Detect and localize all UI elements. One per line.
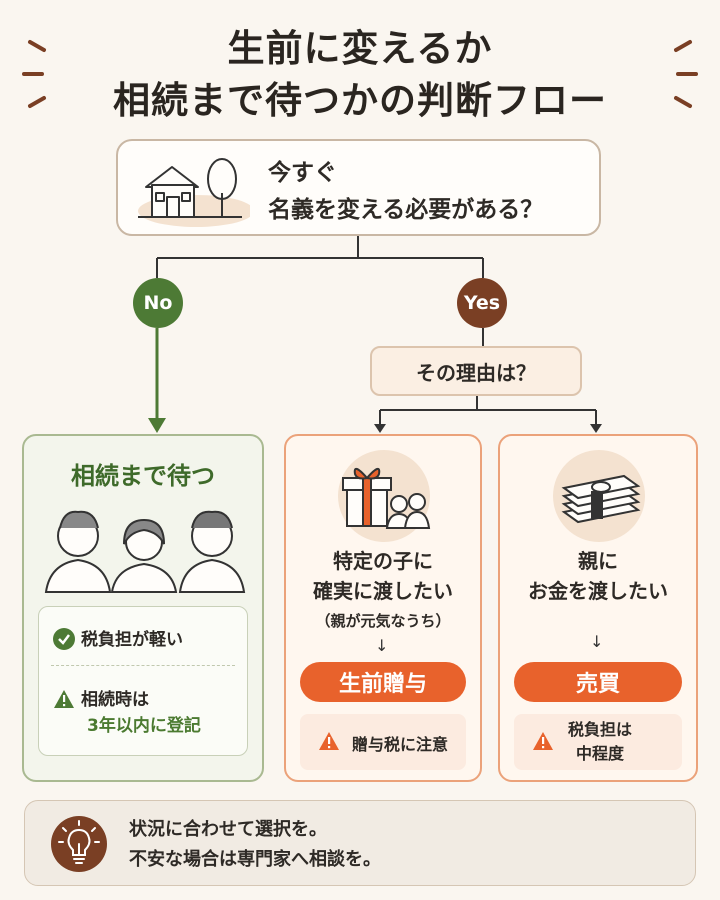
sale-action-pill: 売買: [514, 662, 682, 702]
flow-connectors: [148, 236, 602, 433]
page-title-line1: 生前に変えるか: [227, 27, 493, 70]
yes-badge: Yes: [457, 278, 507, 328]
note-registration-line1: 相続時は: [81, 690, 149, 710]
note-divider: [51, 665, 235, 666]
wait-inheritance-title: 相続まで待つ: [71, 462, 215, 490]
note-light-tax-text: 税負担が軽い: [81, 630, 183, 650]
tip-line2: 不安な場合は専門家へ相談を。: [129, 849, 381, 870]
reason-box: その理由は？: [370, 346, 582, 396]
gift-reason-line1: 特定の子に: [333, 549, 433, 573]
gift-reason-sub: （親が元気なうち）: [315, 612, 451, 630]
sale-warning-box: 税負担は 中程度: [514, 714, 682, 770]
money-stack-icon: [553, 450, 645, 542]
sale-reason-line2: お金を渡したい: [528, 579, 668, 603]
accent-marks-right: [674, 40, 698, 108]
gift-warning-box: 贈与税に注意: [300, 714, 466, 770]
no-badge: No: [133, 278, 183, 328]
gift-reason-line2: 確実に渡したい: [313, 579, 453, 603]
tip-box: 状況に合わせて選択を。 不安な場合は専門家へ相談を。: [24, 800, 696, 886]
sale-warning-text: 税負担は 中程度: [568, 718, 632, 766]
gift-reason-text: 特定の子に 確実に渡したい （親が元気なうち）: [286, 546, 480, 636]
gift-parents-icon: [338, 450, 431, 542]
sale-warning-line1: 税負担は: [568, 720, 633, 739]
tip-line1: 状況に合わせて選択を。: [129, 819, 327, 840]
question-line2: 名義を変える必要がある？: [268, 197, 544, 223]
tip-text: 状況に合わせて選択を。 不安な場合は専門家へ相談を。: [129, 815, 381, 875]
sale-arrow: ↓: [590, 632, 604, 651]
gift-warning-text: 贈与税に注意: [352, 735, 449, 754]
house-tree-icon: [138, 158, 250, 227]
note-registration: 相続時は 3年以内に登記: [53, 687, 201, 739]
sale-panel: 親に お金を渡したい ↓ 売買 税負担は 中程度: [498, 434, 698, 782]
wait-inheritance-panel: 相続まで待つ 税負担が軽い 相続時は 3年: [22, 434, 264, 782]
accent-marks-left: [22, 40, 46, 108]
lightbulb-icon: [51, 816, 107, 872]
warning-icon: [54, 690, 74, 708]
question-box: 今すぐ 名義を変える必要がある？: [116, 139, 601, 236]
question-line1: 今すぐ: [268, 160, 337, 186]
warning-icon: [319, 732, 339, 750]
note-light-tax: 税負担が軽い: [53, 625, 183, 650]
warning-icon: [533, 732, 553, 750]
note-registration-line2: 3年以内に登記: [87, 716, 201, 736]
sale-reason-line1: 親に: [578, 549, 618, 573]
page-title-line2: 相続まで待つかの判断フロー: [113, 79, 607, 122]
wait-notes-box: 税負担が軽い 相続時は 3年以内に登記: [38, 606, 248, 756]
sale-reason-text: 親に お金を渡したい: [500, 546, 696, 606]
gift-action-pill: 生前贈与: [300, 662, 466, 702]
question-text: 今すぐ 名義を変える必要がある？: [268, 155, 543, 229]
check-circle-icon: [53, 628, 75, 650]
gift-panel: 特定の子に 確実に渡したい （親が元気なうち） ↓ 生前贈与 贈与税に注意: [284, 434, 482, 782]
sale-warning-line2: 中程度: [576, 744, 625, 763]
family-icon: [44, 510, 246, 593]
gift-arrow: ↓: [375, 636, 389, 655]
